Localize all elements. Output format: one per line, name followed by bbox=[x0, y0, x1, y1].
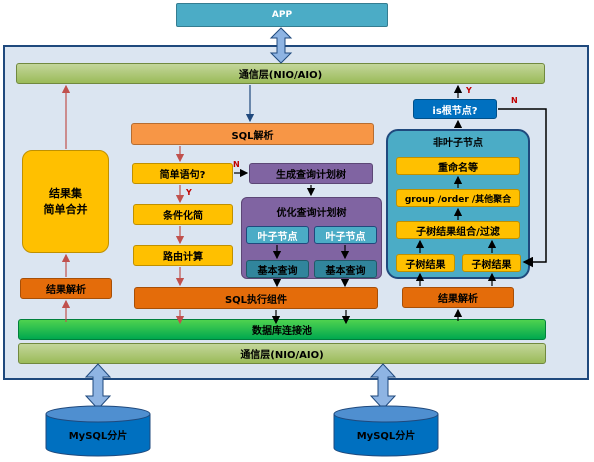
mysql-right-cylinder bbox=[333, 405, 439, 457]
comm-layer-bottom: 通信层(NIO/AIO) bbox=[18, 343, 546, 364]
result-merge-line1: 结果集 bbox=[49, 186, 82, 200]
sql-parse-box: SQL解析 bbox=[131, 123, 374, 145]
mysql-right-double-arrow bbox=[369, 363, 397, 410]
result-parse-left-label: 结果解析 bbox=[46, 285, 86, 296]
leaf-node-2: 叶子节点 bbox=[314, 226, 377, 244]
result-parse-left-box: 结果解析 bbox=[20, 278, 112, 299]
sql-exec-box: SQL执行组件 bbox=[134, 287, 378, 309]
mysql-right-label: MySQL分片 bbox=[356, 430, 416, 442]
comm-layer-top-label: 通信层(NIO/AIO) bbox=[238, 70, 323, 81]
db-pool-bar: 数据库连接池 bbox=[18, 319, 546, 340]
isroot-no-loop-arrow bbox=[498, 108, 547, 268]
optimize-plan-label: 优化查询计划树 bbox=[276, 208, 347, 219]
conditionalize-label: 条件化简 bbox=[163, 211, 203, 222]
route-calc-box: 路由计算 bbox=[133, 245, 233, 266]
result-parse-right-box: 结果解析 bbox=[402, 287, 514, 308]
group-order-label: group /order /其他聚合 bbox=[404, 194, 512, 205]
subtree-result-2: 子树结果 bbox=[462, 254, 521, 272]
mysql-left-cylinder bbox=[45, 405, 151, 457]
app-label: APP bbox=[271, 10, 293, 20]
basic-query-1-label: 基本查询 bbox=[257, 265, 298, 277]
subtree-combine-box: 子树结果组合/过滤 bbox=[396, 221, 520, 239]
rename-box: 重命名等 bbox=[396, 157, 520, 175]
result-merge-box: 结果集 简单合并 bbox=[22, 150, 109, 253]
is-root-label: is根节点? bbox=[432, 105, 478, 117]
result-parse-right-label: 结果解析 bbox=[438, 294, 478, 305]
sql-exec-label: SQL执行组件 bbox=[224, 294, 288, 306]
label-n1: N bbox=[233, 160, 240, 169]
route-calc-label: 路由计算 bbox=[163, 252, 203, 263]
comm-layer-bottom-label: 通信层(NIO/AIO) bbox=[240, 350, 324, 361]
result-merge-line2: 简单合并 bbox=[43, 202, 88, 216]
subtree-result-1-label: 子树结果 bbox=[405, 259, 446, 271]
label-y1: Y bbox=[186, 188, 192, 197]
leaf-node-1-label: 叶子节点 bbox=[257, 231, 298, 243]
basic-query-1: 基本查询 bbox=[246, 260, 309, 278]
simple-statement-box: 简单语句? bbox=[132, 163, 233, 184]
generate-plan-box: 生成查询计划树 bbox=[249, 163, 373, 184]
subtree-result-2-label: 子树结果 bbox=[471, 259, 512, 271]
is-root-box: is根节点? bbox=[413, 99, 497, 119]
group-order-box: group /order /其他聚合 bbox=[396, 189, 520, 207]
basic-query-2-label: 基本查询 bbox=[325, 265, 366, 277]
rename-label: 重命名等 bbox=[438, 162, 478, 174]
leaf-node-1: 叶子节点 bbox=[246, 226, 309, 244]
mysql-left-label: MySQL分片 bbox=[68, 430, 128, 442]
comm-layer-top: 通信层(NIO/AIO) bbox=[16, 63, 545, 84]
app-double-arrow bbox=[269, 27, 293, 64]
basic-query-2: 基本查询 bbox=[314, 260, 377, 278]
label-n2: N bbox=[511, 96, 518, 105]
label-y2: Y bbox=[466, 86, 472, 95]
db-pool-label: 数据库连接池 bbox=[252, 326, 312, 337]
app-box: APP bbox=[176, 3, 388, 27]
subtree-combine-label: 子树结果组合/过滤 bbox=[416, 226, 500, 238]
non-leaf-label: 非叶子节点 bbox=[433, 138, 483, 149]
subtree-result-1: 子树结果 bbox=[396, 254, 455, 272]
generate-plan-label: 生成查询计划树 bbox=[276, 170, 346, 181]
leaf-node-2-label: 叶子节点 bbox=[325, 231, 366, 243]
simple-statement-label: 简单语句? bbox=[159, 170, 206, 181]
sql-parse-label: SQL解析 bbox=[231, 130, 274, 142]
mysql-left-double-arrow bbox=[84, 363, 112, 410]
conditionalize-box: 条件化简 bbox=[133, 204, 233, 225]
